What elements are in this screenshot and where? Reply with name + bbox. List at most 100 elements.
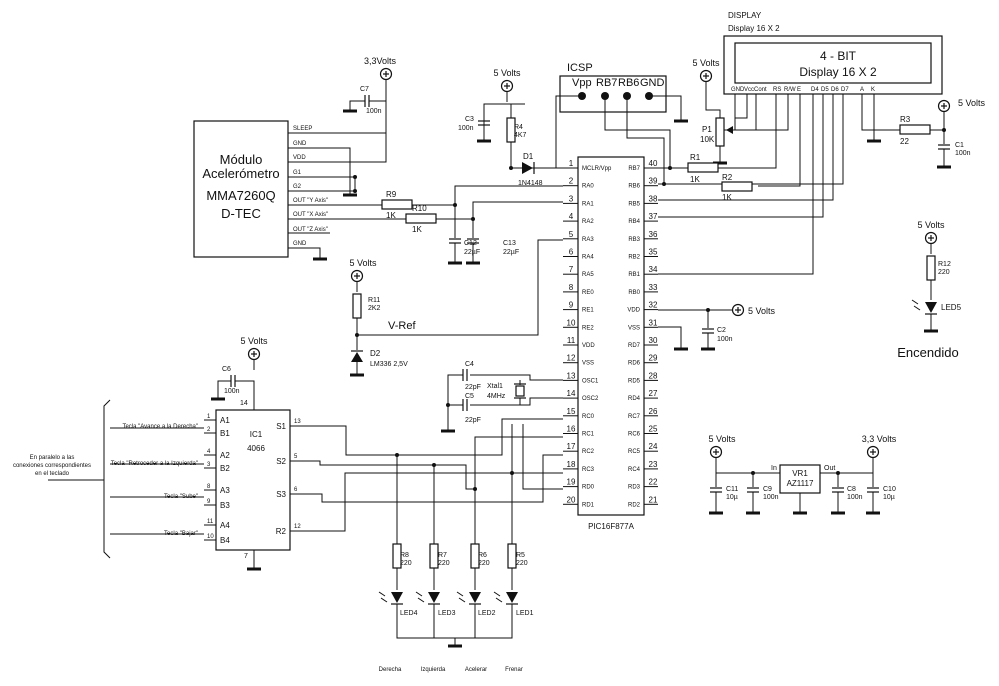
- pic-pin-label: OSC2: [582, 396, 599, 402]
- ic1-pin-label: B2: [220, 464, 230, 473]
- pic-pin-number: 24: [649, 442, 658, 451]
- pic-pin-label: RB5: [628, 201, 640, 207]
- ic1-pin-label: A3: [220, 486, 230, 495]
- component-label: R5: [516, 552, 525, 559]
- component-value: 4MHz: [487, 393, 506, 400]
- pic-pin-number: 10: [567, 318, 576, 327]
- power-label: 5 Volts: [349, 258, 377, 268]
- pic-pin-label: RD0: [582, 485, 595, 491]
- pic-pin-number: 37: [649, 212, 658, 221]
- pic-pin-number: 4: [569, 212, 574, 221]
- display-line2: Display 16 X 2: [799, 65, 877, 79]
- component-value: 1N4148: [518, 180, 543, 187]
- ic1-pin-label: S3: [276, 490, 286, 499]
- module-pin-label: G2: [293, 184, 302, 190]
- component-label: R4: [514, 124, 523, 131]
- led-icon: [469, 592, 481, 603]
- icsp-pin-label: RB7: [596, 77, 617, 89]
- pic-pin-number: 20: [567, 495, 576, 504]
- pic-pin-label: VDD: [627, 308, 640, 314]
- pic-pin-label: RA2: [582, 219, 594, 225]
- component-value: 100n: [955, 150, 971, 157]
- ic1-pic-wires: [290, 418, 563, 532]
- component-label: R6: [478, 552, 487, 559]
- display-pin-label: GND: [731, 87, 745, 93]
- component-label: LED1: [516, 610, 534, 617]
- component-value: 220: [516, 560, 528, 567]
- crystal-circuit: C4 22pF C5 22pF Xtal1 4MHz: [439, 361, 563, 433]
- backlight-circuit: 5 Volts R3 22 C1 100n: [899, 98, 986, 169]
- pic-pin-number: 15: [567, 407, 576, 416]
- component-value: LM336 2,5V: [370, 361, 408, 368]
- display-pin-label: K: [871, 87, 875, 93]
- pic-pin-label: RA4: [582, 255, 594, 261]
- component-value: 1K: [386, 211, 396, 220]
- pic-pin-number: 39: [649, 177, 658, 186]
- ic-pin-number: 14: [240, 400, 248, 407]
- component-value: 22: [900, 137, 909, 146]
- component-label: R2: [722, 173, 733, 182]
- display-line1: 4 - BIT: [820, 49, 857, 63]
- note-text: en el teclado: [35, 471, 70, 477]
- module-pin-label: OUT "X Axis": [293, 212, 328, 218]
- icsp-pin-label: RB6: [618, 77, 639, 89]
- ic-pin-number: 7: [244, 553, 248, 560]
- pic-pin-label: OSC1: [582, 378, 599, 384]
- power-label: 5 Volts: [493, 68, 521, 78]
- vref-label: V-Ref: [388, 320, 416, 332]
- component-value: 100n: [224, 388, 240, 395]
- module-pin-label: VDD: [293, 155, 306, 161]
- component-value: 2K2: [368, 305, 381, 312]
- module-pin-label: GND: [293, 141, 307, 147]
- display-pin-label: D5: [821, 87, 829, 93]
- reset-circuit: 5 Volts C3 100n R4 4K7 D1 1N4148: [458, 68, 563, 187]
- pic-power: 5 Volts C2 100n: [658, 303, 776, 351]
- pic-pin-number: 12: [567, 354, 576, 363]
- component-value: 220: [938, 269, 950, 276]
- pic-microcontroller: PIC16F877A 1MCLR/Vpp2RA03RA14RA25RA36RA4…: [563, 156, 658, 531]
- ic1-pin-number: 6: [294, 487, 298, 493]
- component-value: 220: [400, 560, 412, 567]
- pic-pin-label: MCLR/Vpp: [582, 166, 612, 172]
- ic1-pin-label: B1: [220, 429, 230, 438]
- pic-pin-label: RA0: [582, 184, 594, 190]
- component-label: C1: [955, 142, 964, 149]
- ic1-pin-label: A4: [220, 521, 230, 530]
- pic-pin-label: RC1: [582, 432, 595, 438]
- resistor: [507, 543, 517, 569]
- component-label: C12: [464, 240, 477, 247]
- component-label: R11: [368, 297, 380, 304]
- component-value: 1K: [690, 175, 700, 184]
- pic-pin-number: 38: [649, 194, 658, 203]
- regulator-in-label: In: [771, 465, 777, 472]
- pic-pin-number: 11: [567, 336, 576, 345]
- component-label: P1: [702, 125, 712, 134]
- module-pin-label: SLEEP: [293, 126, 312, 132]
- display-pin-label: RS: [773, 87, 781, 93]
- component-label: D1: [523, 152, 534, 161]
- pic-pin-label: RA3: [582, 237, 594, 243]
- power-led: 5 Volts R12 220 LED5 Encendido: [897, 220, 961, 360]
- icsp-title: ICSP: [567, 62, 593, 74]
- component-label: C13: [503, 240, 516, 247]
- component-label: R7: [438, 552, 447, 559]
- pic-pin-number: 16: [567, 425, 576, 434]
- light-ray: [415, 591, 423, 597]
- pic-pin-label: RD7: [628, 343, 641, 349]
- module-pin-label: G1: [293, 170, 302, 176]
- ic1-pin-number: 12: [294, 524, 301, 530]
- pic-pin-label: RB6: [628, 184, 640, 190]
- pic-pin-label: RB1: [628, 272, 640, 278]
- component-label: VR1: [792, 469, 808, 478]
- pic-pin-number: 29: [649, 354, 658, 363]
- ic1-pin-number: 9: [207, 499, 211, 505]
- lcd-display: DISPLAY Display 16 X 2 4 - BIT Display 1…: [723, 11, 943, 95]
- display-pin-label: A: [860, 87, 864, 93]
- pic-pin-label: RB3: [628, 237, 640, 243]
- pic-pin-number: 6: [569, 248, 574, 257]
- icsp-pin-label: GND: [640, 77, 665, 89]
- led-caption: Izquierda: [421, 667, 446, 673]
- ic1-pin-number: 11: [207, 519, 214, 525]
- ic1-pin-label: S2: [276, 457, 286, 466]
